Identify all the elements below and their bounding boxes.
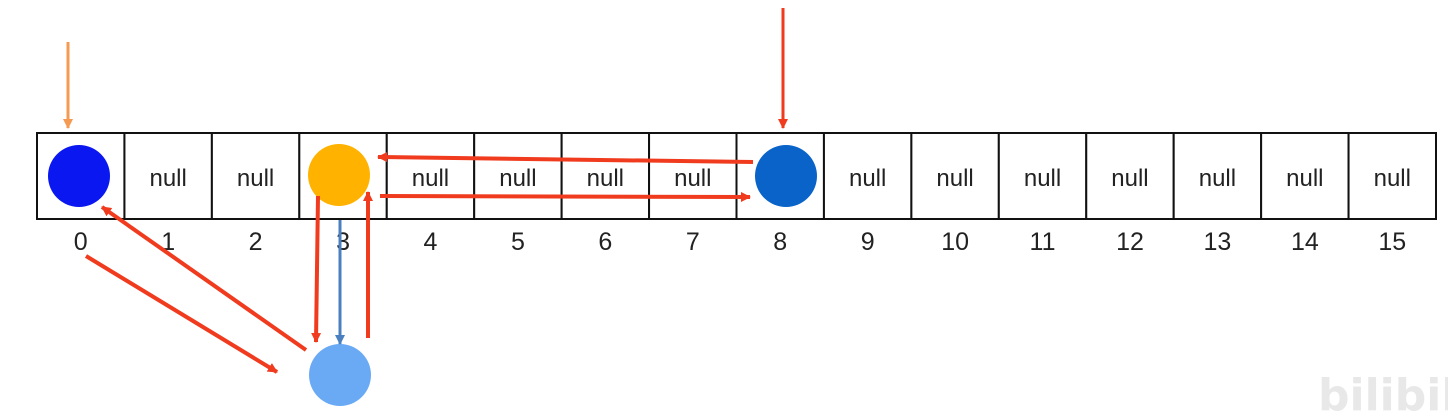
index-label: 11 — [1030, 228, 1056, 256]
node-dark-blue — [755, 145, 817, 207]
bilibili-watermark: bilibili — [1318, 370, 1448, 414]
arrow-8-to-3 — [377, 152, 754, 164]
arrow-3-to-8 — [379, 191, 751, 202]
array-cell — [123, 132, 213, 220]
index-label: 12 — [1116, 228, 1144, 256]
array-cells: null null null null null null null null null null… — [36, 132, 1437, 220]
cell-null-label: null — [1286, 165, 1323, 192]
cell-null-label: null — [936, 165, 973, 192]
cell-null-label: null — [674, 165, 711, 192]
cell-null-label: null — [849, 165, 886, 192]
index-label: 13 — [1204, 228, 1232, 256]
arrow-light-blue-to-0 — [100, 205, 308, 352]
array-cell — [385, 132, 476, 220]
index-label: 8 — [773, 228, 787, 256]
array-cell — [1347, 132, 1437, 220]
node-blue — [48, 145, 110, 207]
index-label: 2 — [249, 228, 263, 256]
cell-null-label: null — [587, 165, 624, 192]
array-cell — [648, 132, 738, 220]
index-label: 5 — [511, 228, 525, 256]
index-label: 6 — [598, 228, 612, 256]
arrow-0-to-light-blue — [84, 254, 279, 374]
array-cell — [997, 132, 1088, 220]
cell-null-label: null — [237, 165, 274, 192]
cell-null-label: null — [1024, 165, 1061, 192]
cell-null-label: null — [1111, 165, 1148, 192]
index-label: 7 — [686, 228, 700, 256]
node-orange — [308, 144, 370, 206]
index-label: 3 — [336, 228, 350, 256]
cell-null-label: null — [149, 165, 186, 192]
index-label: 10 — [941, 228, 969, 256]
array-cell — [1172, 132, 1263, 220]
cell-null-label: null — [1374, 165, 1411, 192]
index-label: 0 — [74, 228, 88, 256]
array-cell — [560, 132, 651, 220]
index-label: 9 — [861, 228, 875, 256]
cell-null-label: null — [499, 165, 536, 192]
array-cell — [822, 132, 913, 220]
array-cell — [210, 132, 301, 220]
arrow-3-to-light-blue-red — [311, 195, 322, 343]
array-cell — [473, 132, 563, 220]
index-label: 14 — [1291, 228, 1319, 256]
index-label: 15 — [1378, 228, 1406, 256]
index-label: 4 — [424, 228, 438, 256]
cell-null-label: null — [1199, 165, 1236, 192]
node-light-blue — [309, 344, 371, 406]
array-cell — [1085, 132, 1175, 220]
cell-null-label: null — [412, 165, 449, 192]
